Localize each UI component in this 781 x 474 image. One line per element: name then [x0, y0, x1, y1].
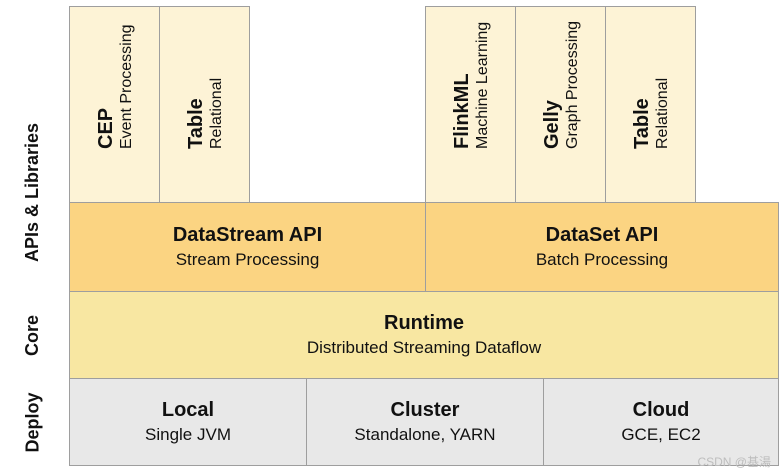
- datastream-api-box: DataStream API Stream Processing: [69, 202, 426, 292]
- side-label-core-text: Core: [22, 314, 43, 356]
- library-title: Table: [630, 97, 653, 149]
- deploy-subtitle: Single JVM: [145, 425, 231, 444]
- library-title: FlinkML: [450, 73, 473, 149]
- runtime-subtitle: Distributed Streaming Dataflow: [306, 338, 542, 357]
- library-table-batch: Table Relational: [605, 6, 696, 203]
- runtime-title: Runtime: [384, 312, 464, 334]
- api-title: DataSet API: [545, 224, 659, 246]
- deploy-title: Cloud: [632, 399, 690, 421]
- library-table-streaming: Table Relational: [159, 6, 250, 203]
- library-title: Gelly: [540, 99, 563, 149]
- library-gelly: Gelly Graph Processing: [515, 6, 606, 203]
- api-title: DataStream API: [172, 224, 323, 246]
- library-subtitle: Relational: [653, 77, 671, 149]
- side-label-core: Core: [0, 292, 66, 378]
- dataset-api-box: DataSet API Batch Processing: [425, 202, 779, 292]
- deploy-title: Cluster: [390, 399, 460, 421]
- runtime-box: Runtime Distributed Streaming Dataflow: [69, 291, 779, 379]
- library-title: Table: [184, 97, 207, 149]
- library-subtitle: Relational: [207, 77, 225, 149]
- library-subtitle: Event Processing: [117, 24, 135, 149]
- deploy-local-box: Local Single JVM: [69, 378, 307, 466]
- deploy-subtitle: GCE, EC2: [621, 425, 701, 444]
- library-subtitle: Machine Learning: [473, 21, 491, 149]
- deploy-cluster-box: Cluster Standalone, YARN: [306, 378, 544, 466]
- library-title: CEP: [94, 107, 117, 149]
- library-subtitle: Graph Processing: [563, 20, 581, 149]
- watermark: CSDN @基湯: [697, 455, 771, 469]
- deploy-subtitle: Standalone, YARN: [354, 425, 496, 444]
- side-label-apis-text: APIs & Libraries: [22, 122, 43, 262]
- side-label-deploy: Deploy: [0, 378, 66, 466]
- library-flinkml: FlinkML Machine Learning: [425, 6, 516, 203]
- side-label-deploy-text: Deploy: [22, 391, 43, 453]
- library-cep: CEP Event Processing: [69, 6, 160, 203]
- side-label-apis-libraries: APIs & Libraries: [0, 92, 66, 292]
- deploy-cloud-box: Cloud GCE, EC2: [543, 378, 779, 466]
- api-subtitle: Stream Processing: [175, 250, 320, 269]
- api-subtitle: Batch Processing: [535, 250, 669, 269]
- deploy-title: Local: [161, 399, 215, 421]
